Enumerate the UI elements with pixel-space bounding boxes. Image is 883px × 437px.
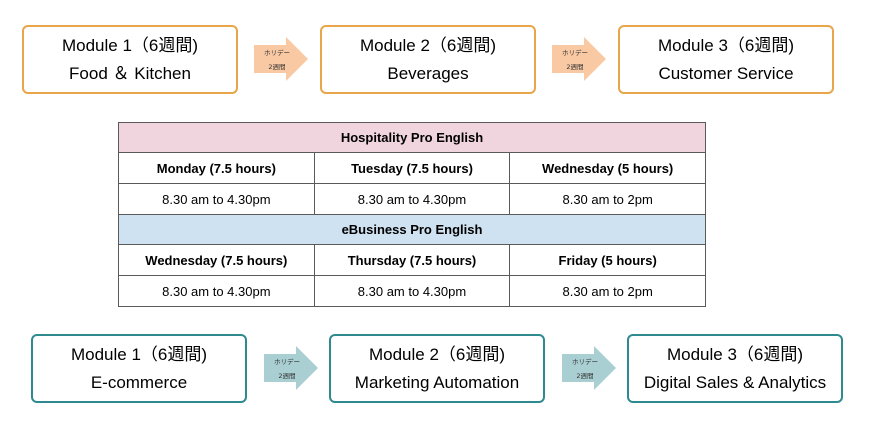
table-header-row: Hospitality Pro English <box>118 122 706 153</box>
table-row: 8.30 am to 4.30pm 8.30 am to 4.30pm 8.30… <box>118 275 706 307</box>
module-title: Module 3（6週間) <box>657 36 795 56</box>
holiday-duration: 2週間 <box>576 372 594 380</box>
table-row: Wednesday (7.5 hours) Thursday (7.5 hour… <box>118 244 706 276</box>
hospitality-header: Hospitality Pro English <box>118 122 706 153</box>
module-subtitle: Customer Service <box>658 63 794 83</box>
bottom-module-1: Module 1（6週間) E-commerce <box>31 334 247 403</box>
holiday-arrow-bottom-2: ホリデー 2週間 <box>562 346 616 390</box>
module-subtitle: Digital Sales & Analytics <box>643 372 827 392</box>
day-cell: Tuesday (7.5 hours) <box>313 152 511 184</box>
day-cell: Friday (5 hours) <box>509 244 706 276</box>
day-cell: Monday (7.5 hours) <box>118 152 315 184</box>
holiday-arrow-top-2: ホリデー 2週間 <box>552 37 606 81</box>
holiday-label: ホリデー <box>264 49 290 57</box>
module-subtitle: Marketing Automation <box>354 372 520 392</box>
module-title: Module 1（6週間) <box>70 345 208 365</box>
holiday-duration: 2週間 <box>268 63 286 71</box>
time-cell: 8.30 am to 4.30pm <box>118 275 315 307</box>
module-subtitle: Beverages <box>387 63 469 83</box>
holiday-label: ホリデー <box>572 358 598 366</box>
bottom-module-2: Module 2（6週間) Marketing Automation <box>329 334 545 403</box>
time-cell: 8.30 am to 4.30pm <box>118 183 315 215</box>
ebusiness-header: eBusiness Pro English <box>118 214 706 245</box>
arrow-icon <box>254 37 308 81</box>
time-cell: 8.30 am to 2pm <box>509 183 706 215</box>
arrow-icon <box>562 346 616 390</box>
module-title: Module 1（6週間) <box>61 36 199 56</box>
top-module-1: Module 1（6週間) Food ＆ Kitchen <box>22 25 238 94</box>
module-title: Module 2（6週間) <box>359 36 497 56</box>
day-cell: Wednesday (5 hours) <box>509 152 706 184</box>
holiday-arrow-bottom-1: ホリデー 2週間 <box>264 346 318 390</box>
schedule-table: Hospitality Pro English Monday (7.5 hour… <box>118 122 706 307</box>
holiday-arrow-top-1: ホリデー 2週間 <box>254 37 308 81</box>
top-module-3: Module 3（6週間) Customer Service <box>618 25 834 94</box>
module-subtitle: Food ＆ Kitchen <box>69 63 191 83</box>
time-cell: 8.30 am to 4.30pm <box>313 275 511 307</box>
holiday-label: ホリデー <box>274 358 300 366</box>
arrow-icon <box>552 37 606 81</box>
module-subtitle: E-commerce <box>90 372 188 392</box>
day-cell: Wednesday (7.5 hours) <box>118 244 315 276</box>
top-module-2: Module 2（6週間) Beverages <box>320 25 536 94</box>
table-header-row: eBusiness Pro English <box>118 214 706 245</box>
day-cell: Thursday (7.5 hours) <box>313 244 511 276</box>
holiday-duration: 2週間 <box>566 63 584 71</box>
module-title: Module 3（6週間) <box>666 345 804 365</box>
arrow-icon <box>264 346 318 390</box>
time-cell: 8.30 am to 2pm <box>509 275 706 307</box>
time-cell: 8.30 am to 4.30pm <box>313 183 511 215</box>
module-title: Module 2（6週間) <box>368 345 506 365</box>
bottom-module-3: Module 3（6週間) Digital Sales & Analytics <box>627 334 843 403</box>
holiday-duration: 2週間 <box>278 372 296 380</box>
table-row: 8.30 am to 4.30pm 8.30 am to 4.30pm 8.30… <box>118 183 706 215</box>
holiday-label: ホリデー <box>562 49 588 57</box>
table-row: Monday (7.5 hours) Tuesday (7.5 hours) W… <box>118 152 706 184</box>
